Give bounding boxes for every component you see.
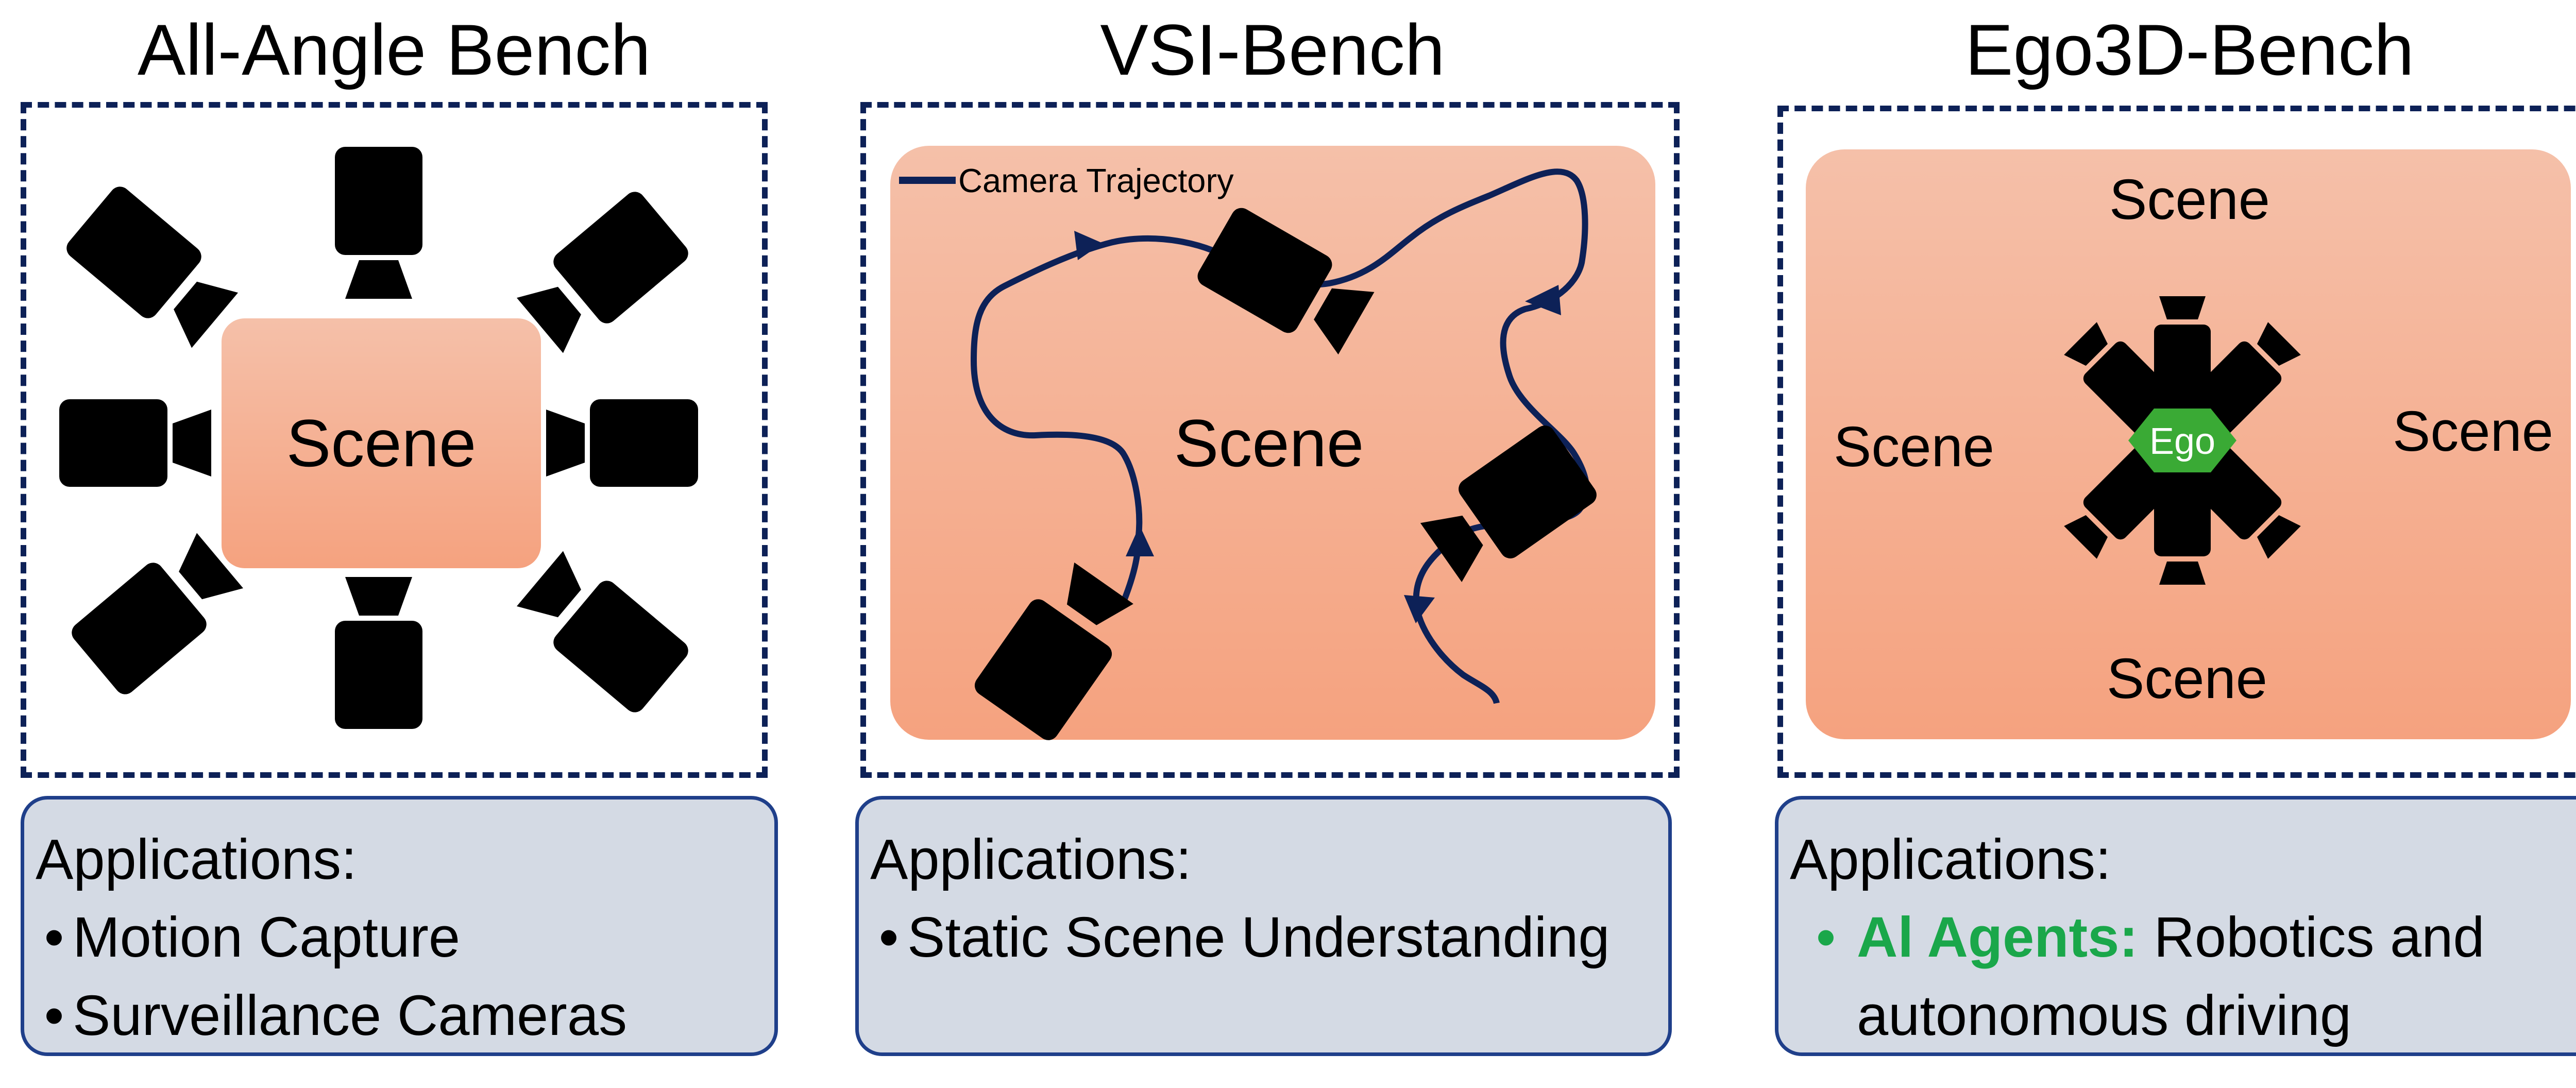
panel-all-angle: Scene — [59, 147, 698, 729]
application-highlight: Al Agents: — [1857, 906, 2138, 969]
ego-hexagon-icon — [2128, 409, 2236, 472]
arrow-icon — [1074, 231, 1103, 260]
application-item: • Al Agents: Robotics and autonomous drivi… — [1790, 898, 2576, 1055]
bullet-icon: • — [1816, 906, 1836, 969]
frame-all-angle — [21, 102, 768, 778]
application-text: Static Scene Understanding — [907, 906, 1610, 969]
camera-icon — [546, 399, 698, 487]
legend-label: Camera Trajectory — [958, 162, 1234, 199]
arrow-icon — [1404, 595, 1435, 623]
applications-box-ego3d: Applications: • Al Agents: Robotics and au… — [1775, 796, 2576, 1056]
application-item: • Motion Capture — [36, 898, 774, 977]
applications-box-vsi: Applications: • Static Scene Understandi… — [855, 796, 1672, 1056]
application-text-line2: autonomous driving — [1857, 984, 2352, 1047]
camera-icon — [59, 399, 211, 487]
scene-label-left: Scene — [1834, 415, 1994, 479]
camera-icon — [335, 577, 422, 729]
applications-heading: Applications: — [36, 828, 357, 891]
applications-box-all-angle: Applications: • Motion Capture • Surveil… — [21, 796, 778, 1056]
scene-label-bottom: Scene — [2107, 647, 2267, 710]
bullet-icon: • — [44, 906, 64, 969]
camera-icon — [66, 186, 239, 348]
applications-heading: Applications: — [1790, 828, 2111, 891]
panel-ego3d: Scene Scene Scene Scene — [1806, 149, 2571, 739]
application-item: • Surveillance Cameras — [36, 977, 774, 1055]
application-text: Motion Capture — [73, 906, 461, 969]
camera-icon — [72, 533, 244, 694]
frame-vsi — [860, 102, 1680, 778]
panel-title-vsi: VSI-Bench — [1100, 9, 1445, 90]
scene-label: Scene — [1174, 405, 1364, 481]
camera-icon — [516, 192, 688, 353]
bullet-icon: • — [878, 906, 899, 969]
ego-camera-cluster: Ego — [2064, 296, 2301, 585]
camera-icon — [335, 147, 422, 299]
applications-heading: Applications: — [870, 828, 1192, 891]
application-text: Surveillance Cameras — [73, 984, 627, 1047]
application-item: • Static Scene Understanding — [870, 898, 1668, 977]
panel-title-ego3d: Ego3D-Bench — [1965, 9, 2414, 90]
camera-icon — [974, 562, 1133, 740]
application-text: Robotics and — [2138, 906, 2485, 969]
camera-icon — [1420, 426, 1597, 582]
panel-vsi: Scene Camera Trajectory — [890, 146, 1655, 740]
arrow-icon — [1126, 525, 1154, 556]
scene-box — [222, 318, 541, 568]
panel-title-all-angle: All-Angle Bench — [137, 9, 651, 90]
ego-label: Ego — [2149, 421, 2215, 462]
bullet-icon: • — [44, 984, 64, 1047]
arrow-icon — [1525, 285, 1561, 315]
camera-icon — [1197, 208, 1375, 355]
scene-label: Scene — [286, 405, 477, 481]
frame-ego3d — [1777, 106, 2576, 778]
camera-icon — [516, 551, 688, 712]
scene-label-right: Scene — [2393, 400, 2553, 463]
scene-label-top: Scene — [2109, 168, 2270, 231]
